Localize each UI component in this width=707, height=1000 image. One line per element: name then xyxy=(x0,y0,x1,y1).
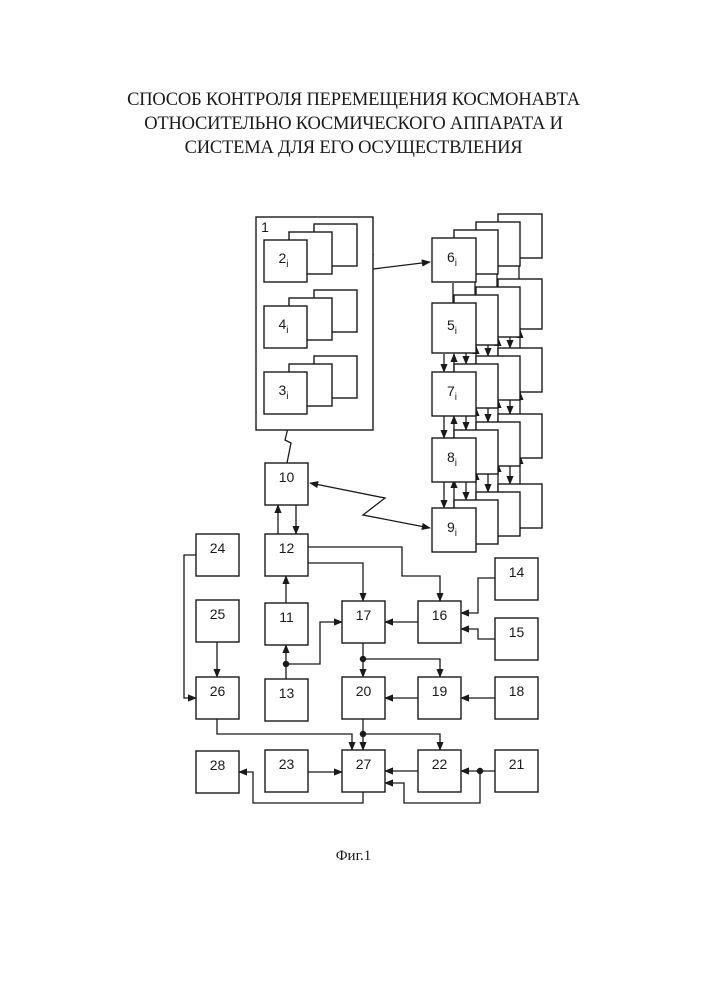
block-15-label: 15 xyxy=(509,624,525,640)
block-23-label: 23 xyxy=(279,756,295,772)
block-11-label: 11 xyxy=(279,609,294,625)
block-19-label: 19 xyxy=(432,683,448,699)
block-14-label: 14 xyxy=(509,564,525,580)
block-28-label: 28 xyxy=(210,757,226,773)
figure-caption: Фиг.1 xyxy=(0,848,707,865)
block-25-label: 25 xyxy=(210,606,226,622)
block-21-label: 21 xyxy=(509,756,525,772)
block-24-label: 24 xyxy=(210,540,226,556)
arrow-14-to-16 xyxy=(461,578,495,613)
arrow-17-to-19 xyxy=(363,659,440,677)
block-18-label: 18 xyxy=(509,683,525,699)
block-26-label: 26 xyxy=(210,683,226,699)
block-17-label: 17 xyxy=(356,607,372,623)
block-13-label: 13 xyxy=(279,685,295,701)
arrow-24-to-26 xyxy=(184,555,196,698)
arrow-26-to-27 xyxy=(217,719,352,750)
block-27-label: 27 xyxy=(356,756,372,772)
block-16-label: 16 xyxy=(432,607,448,623)
block-22-label: 22 xyxy=(432,756,448,772)
block-12-label: 12 xyxy=(279,540,295,556)
group-1-label: 1 xyxy=(261,219,269,235)
arrow-15-to-16 xyxy=(461,629,495,639)
block-10-label: 10 xyxy=(279,469,295,485)
wireless-link-10-to-9 xyxy=(310,483,430,528)
arrow-12-to-17 xyxy=(308,563,363,601)
arrow-12-to-16 xyxy=(308,547,440,601)
arrow-20-to-22 xyxy=(363,734,440,750)
block-20-label: 20 xyxy=(356,683,372,699)
